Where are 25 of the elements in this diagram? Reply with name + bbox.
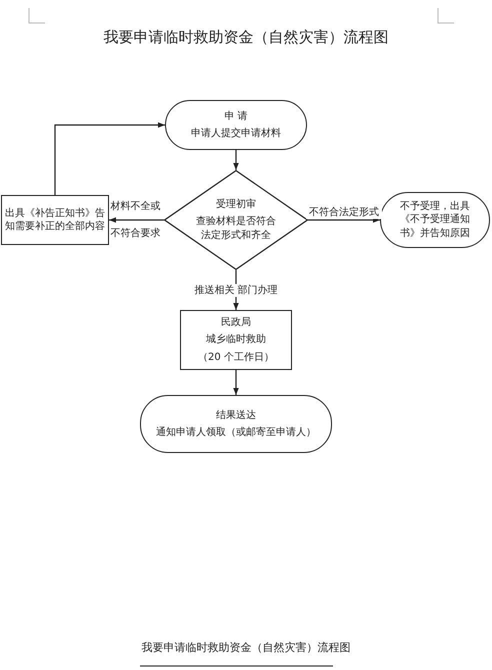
terminal-pill	[140, 395, 332, 453]
arrow	[54, 122, 165, 195]
node-text: 申 请	[224, 110, 248, 123]
node-text: 出具《补告正知书》告知需要补正的全部内容	[4, 206, 106, 234]
decision-diamond	[164, 170, 308, 270]
process-box	[180, 310, 292, 370]
process-box	[1, 195, 109, 245]
caption: 我要申请临时救助资金（自然灾害）流程图	[140, 640, 352, 655]
node-text: 查验材料是否符合法定形式和齐全	[195, 215, 277, 242]
arrow	[233, 370, 239, 395]
diagram-title: 我要申请临时救助资金（自然灾害）流程图	[102, 28, 390, 47]
arrow	[233, 150, 239, 170]
terminal-pill	[165, 100, 307, 150]
node-text: 不予受理，出具《不予受理通知书》并告知原因	[399, 200, 471, 240]
arrow	[109, 217, 164, 223]
arrow	[308, 217, 380, 223]
node-text: 通知申请人领取（或邮寄至申请人）	[156, 426, 316, 440]
node-text: 结果送达	[216, 408, 256, 422]
node-text: （20 个工作日）	[198, 350, 274, 364]
node-text: 城乡临时救助	[206, 333, 266, 347]
edge-label: 材料不全或不符合要求	[110, 200, 162, 241]
node-text: 受理初审	[216, 198, 256, 212]
node-text: 民政局	[221, 316, 251, 330]
edge-label: 不符合法定形式	[306, 206, 382, 218]
node-text: 申请人提交申请材料	[191, 127, 281, 140]
